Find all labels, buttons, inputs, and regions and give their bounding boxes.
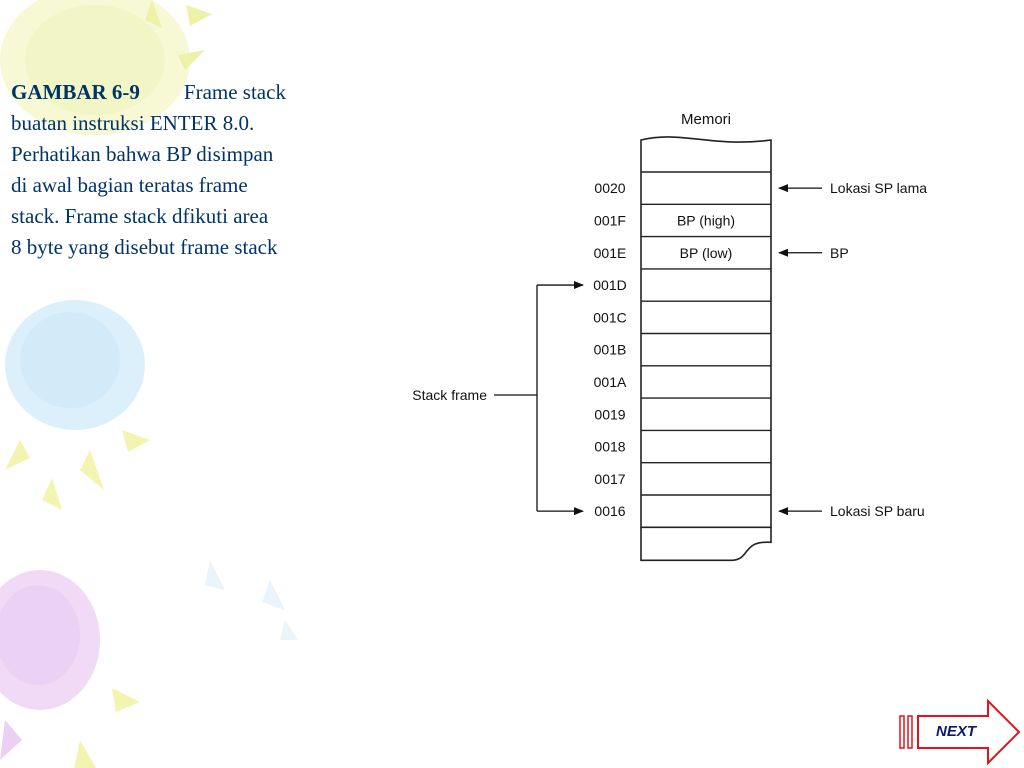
caption-line: Perhatikan bahwa BP disimpan [11,142,274,166]
caption-line: stack. Frame stack dfikuti area [11,204,269,228]
address-label: 0019 [594,406,625,422]
address-label: 001D [593,277,626,293]
next-arrow-icon [899,698,1021,766]
figure-caption: GAMBAR 6-9 Frame stack buatan instruksi E… [11,77,351,263]
cell-content: BP (low) [680,245,733,261]
stack-frame-label: Stack frame [412,387,487,403]
address-label: 0020 [594,180,625,196]
pointer-label: BP [830,245,849,261]
caption-line: buatan instruksi ENTER 8.0. [11,111,255,135]
next-button[interactable]: NEXT [898,698,1022,766]
pointer-label: Lokasi SP lama [830,180,927,196]
caption-line: di awal bagian teratas frame [11,173,248,197]
address-label: 0017 [594,471,625,487]
address-label: 0016 [594,503,625,519]
address-label: 001B [594,342,627,358]
address-label: 001C [593,309,626,325]
pointer-label: Lokasi SP baru [830,503,925,519]
memory-title: Memori [681,111,731,128]
address-label: 0018 [594,439,625,455]
caption-line: 8 byte yang disebut frame stack [11,235,278,259]
memory-column [640,136,772,529]
address-label: 001E [594,245,627,261]
address-label: 001F [594,212,626,228]
cell-content: BP (high) [677,212,735,228]
address-label: 001A [594,374,627,390]
memory-column-bottom [640,527,772,562]
next-label: NEXT [935,723,976,740]
figure-number: GAMBAR 6-9 [11,80,140,104]
caption-line: Frame stack [183,80,286,104]
